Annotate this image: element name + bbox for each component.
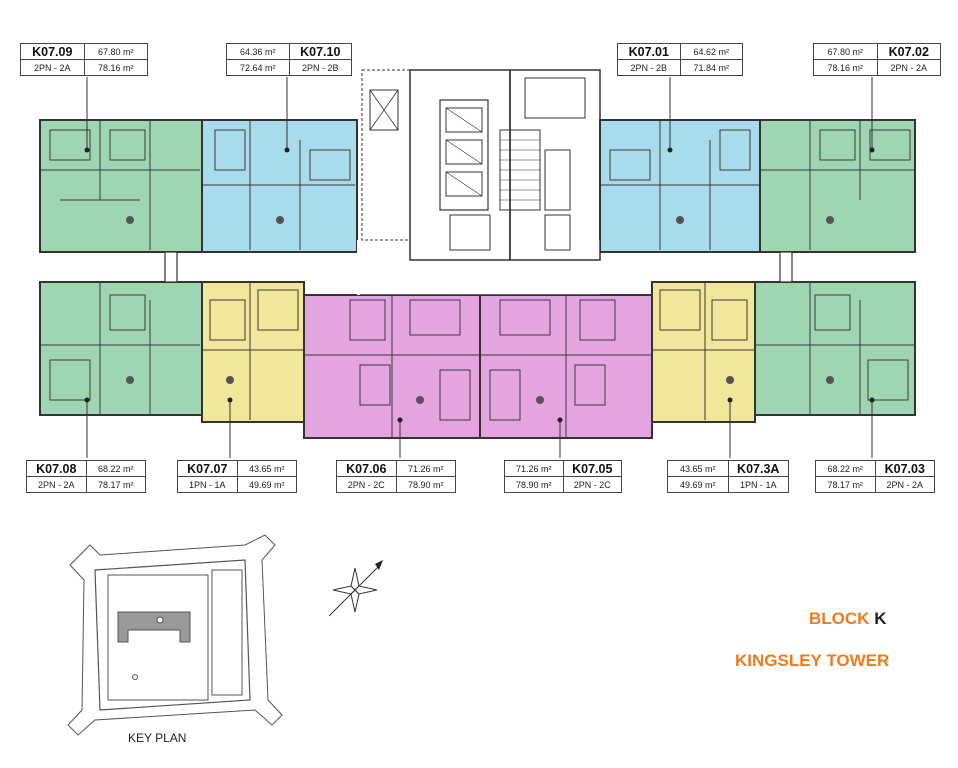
unit-k0703-area bbox=[754, 281, 916, 416]
compass-rose-icon bbox=[328, 560, 383, 617]
unit-code: K07.03 bbox=[874, 461, 935, 476]
unit-label-k0705: 71.26 m² K07.05 78.90 m² 2PN - 2C bbox=[504, 460, 622, 493]
key-plan-map bbox=[67, 534, 283, 736]
key-plan-label: KEY PLAN bbox=[128, 731, 187, 745]
block-word: BLOCK bbox=[809, 609, 870, 628]
block-letter: K bbox=[874, 609, 887, 628]
unit-k0708-area bbox=[39, 281, 203, 416]
unit-area-net: 64.62 m² bbox=[679, 44, 743, 59]
unit-label-k0706: K07.06 71.26 m² 2PN - 2C 78.90 m² bbox=[336, 460, 456, 493]
unit-label-k073a: 43.65 m² K07.3A 49.69 m² 1PN - 1A bbox=[667, 460, 789, 493]
unit-area-gross: 78.17 m² bbox=[827, 479, 864, 490]
unit-code: K07.3A bbox=[727, 461, 789, 476]
unit-type: 2PN - 2A bbox=[33, 62, 71, 73]
unit-area-gross: 78.17 m² bbox=[85, 477, 146, 492]
unit-label-k0709: K07.09 67.80 m² 2PN - 2A 78.16 m² bbox=[20, 43, 148, 76]
furniture-symbols bbox=[126, 216, 834, 404]
unit-area-gross: 71.84 m² bbox=[679, 60, 743, 75]
unit-area-net: 68.22 m² bbox=[85, 461, 146, 476]
unit-code: K07.01 bbox=[628, 44, 669, 59]
unit-area-net: 68.22 m² bbox=[827, 463, 864, 474]
unit-label-k0710: 64.36 m² K07.10 72.64 m² 2PN - 2B bbox=[226, 43, 352, 76]
unit-area-gross: 78.90 m² bbox=[395, 477, 456, 492]
unit-area-net: 71.26 m² bbox=[395, 461, 456, 476]
unit-k0707-area bbox=[201, 281, 305, 423]
unit-label-k0701: K07.01 64.62 m² 2PN - 2B 71.84 m² bbox=[617, 43, 743, 76]
unit-k073a-area bbox=[651, 281, 756, 423]
unit-code: K07.07 bbox=[187, 461, 228, 476]
unit-area-net: 67.80 m² bbox=[827, 46, 864, 57]
leader-lines bbox=[86, 77, 873, 458]
unit-area-net: 71.26 m² bbox=[515, 463, 552, 474]
tower-title: KINGSLEY TOWER bbox=[735, 651, 890, 670]
unit-type: 2PN - 2B bbox=[288, 60, 352, 75]
unit-k0701-area bbox=[599, 119, 761, 253]
unit-type: 2PN - 2A bbox=[874, 477, 935, 492]
unit-area-gross: 49.69 m² bbox=[236, 477, 297, 492]
unit-code: K07.09 bbox=[32, 44, 73, 59]
block-title: BLOCK K bbox=[809, 609, 886, 629]
unit-code: K07.02 bbox=[876, 44, 941, 59]
unit-area-net: 64.36 m² bbox=[239, 46, 276, 57]
unit-type: 1PN - 1A bbox=[188, 479, 226, 490]
unit-type: 2PN - 2C bbox=[562, 477, 622, 492]
unit-code: K07.10 bbox=[288, 44, 352, 59]
unit-type: 2PN - 2C bbox=[347, 479, 385, 490]
unit-area-gross: 78.16 m² bbox=[83, 60, 148, 75]
unit-code: K07.06 bbox=[346, 461, 387, 476]
unit-type: 2PN - 2A bbox=[37, 479, 75, 490]
unit-area-net: 43.65 m² bbox=[236, 461, 297, 476]
unit-k0709-area bbox=[39, 119, 203, 253]
unit-area-net: 43.65 m² bbox=[679, 463, 716, 474]
unit-label-k0708: K07.08 68.22 m² 2PN - 2A 78.17 m² bbox=[26, 460, 146, 493]
unit-area-gross: 72.64 m² bbox=[239, 62, 276, 73]
building-core bbox=[360, 69, 601, 296]
unit-code: K07.08 bbox=[36, 461, 77, 476]
unit-area-net: 67.80 m² bbox=[83, 44, 148, 59]
unit-type: 2PN - 2A bbox=[876, 60, 941, 75]
unit-label-k0707: K07.07 43.65 m² 1PN - 1A 49.69 m² bbox=[177, 460, 297, 493]
unit-k0710-area bbox=[201, 119, 358, 253]
unit-label-k0702: 67.80 m² K07.02 78.16 m² 2PN - 2A bbox=[813, 43, 941, 76]
unit-code: K07.05 bbox=[562, 461, 622, 476]
unit-area-gross: 78.16 m² bbox=[827, 62, 864, 73]
unit-area-gross: 49.69 m² bbox=[679, 479, 716, 490]
unit-label-k0703: 68.22 m² K07.03 78.17 m² 2PN - 2A bbox=[815, 460, 935, 493]
unit-type: 1PN - 1A bbox=[727, 477, 789, 492]
interior-walls bbox=[40, 120, 915, 438]
unit-type: 2PN - 2B bbox=[630, 62, 667, 73]
unit-area-gross: 78.90 m² bbox=[515, 479, 552, 490]
unit-k0702-area bbox=[759, 119, 916, 253]
